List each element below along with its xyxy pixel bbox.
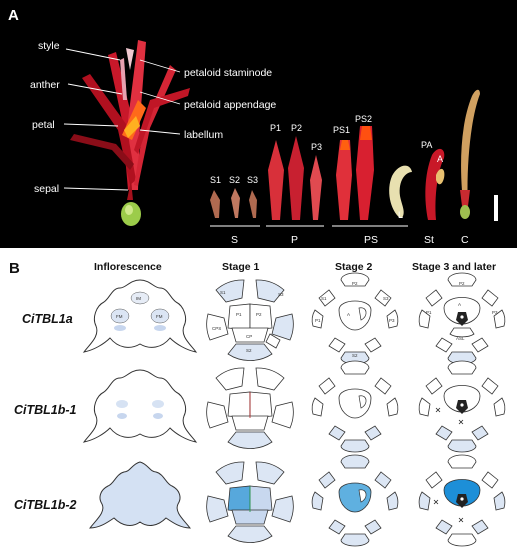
- row-head-citbl1a: CiTBL1a: [22, 312, 73, 326]
- row1-stage2: P2 S1 S3 P1 P3 S2 A: [311, 272, 399, 365]
- panel-b-svg: B Inflorescence Stage 1 Stage 2 Stage 3 …: [9, 260, 506, 547]
- panel-a-svg: A: [8, 7, 498, 246]
- stage3-p1: P1: [426, 310, 432, 315]
- label-labellum: labellum: [184, 129, 223, 141]
- label-l: L: [398, 210, 403, 220]
- group-s: S: [231, 234, 238, 246]
- carpel-organ: [460, 89, 480, 219]
- mark-fm-left: FM: [116, 314, 123, 319]
- row1-inflorescence: IM FM FM: [82, 279, 198, 353]
- row1-stage3: A ASL P1 P2 P3: [418, 272, 506, 365]
- mark-s2: S2: [246, 348, 252, 353]
- stage3-p2: P2: [459, 281, 465, 286]
- stage2-p1: P1: [315, 318, 321, 323]
- row2-stage2: [311, 360, 399, 453]
- row1-stage1: S1 S3 S2 P1 P2 CPS CP: [206, 279, 294, 361]
- panel-letter-b: B: [9, 260, 20, 277]
- label-a: A: [437, 154, 443, 164]
- label-ps1: PS1: [333, 125, 350, 135]
- mark-s3: S3: [278, 292, 284, 297]
- label-p3: P3: [311, 142, 322, 152]
- col-head-inflorescence: Inflorescence: [94, 261, 162, 273]
- mark-cps: CPS: [212, 326, 221, 331]
- group-p: P: [291, 234, 298, 246]
- label-s1: S1: [210, 175, 221, 185]
- row-head-citbl1b-1: CiTBL1b-1: [14, 403, 77, 417]
- panel-letter-a: A: [8, 7, 19, 24]
- label-ps2: PS2: [355, 114, 372, 124]
- label-pa: PA: [421, 140, 432, 150]
- row-head-citbl1b-2: CiTBL1b-2: [14, 498, 77, 512]
- label-anther: anther: [30, 79, 60, 91]
- whole-flower-image: [70, 40, 190, 226]
- mark-cp: CP: [246, 334, 252, 339]
- group-c: C: [461, 234, 469, 246]
- label-p1: P1: [270, 123, 281, 133]
- group-ps: PS: [364, 234, 378, 246]
- stage2-p2: P2: [352, 281, 358, 286]
- stage2-s1: S1: [321, 296, 327, 301]
- petal-organs: [268, 136, 322, 220]
- leader-lines: [63, 48, 181, 191]
- group-st: St: [424, 234, 434, 246]
- row3-stage1: [206, 461, 294, 543]
- label-petal: petal: [32, 119, 55, 131]
- label-style: style: [38, 40, 60, 52]
- label-petaloid-appendage: petaloid appendage: [184, 99, 276, 111]
- panel-b-diagram: B Inflorescence Stage 1 Stage 2 Stage 3 …: [0, 248, 517, 550]
- col-head-stage3: Stage 3 and later: [412, 261, 496, 273]
- stage2-s2: S2: [352, 353, 358, 358]
- label-s2: S2: [229, 175, 240, 185]
- row2-stage3: [418, 360, 506, 453]
- stage2-s3: S3: [383, 296, 389, 301]
- petaloid-staminode-organs: [336, 126, 412, 220]
- label-s3: S3: [247, 175, 258, 185]
- mark-fm-right: FM: [156, 314, 163, 319]
- label-p2: P2: [291, 123, 302, 133]
- row2-stage1: [206, 367, 294, 449]
- mark-s1: S1: [220, 290, 226, 295]
- stage2-a: A: [347, 312, 350, 317]
- col-head-stage2: Stage 2: [335, 261, 373, 273]
- mark-im: IM: [136, 296, 141, 301]
- stage3-a: A: [458, 302, 461, 307]
- stage3-p3: P3: [492, 310, 498, 315]
- mark-p2: P2: [256, 312, 262, 317]
- row3-stage3: [418, 454, 506, 547]
- mark-p1: P1: [236, 312, 242, 317]
- stage2-p3: P3: [389, 318, 395, 323]
- row3-stage2: [311, 454, 399, 547]
- sepal-organs: [210, 188, 257, 218]
- row3-inflorescence: [88, 461, 192, 529]
- scale-bar: [494, 195, 498, 221]
- row2-inflorescence: [82, 369, 198, 443]
- stamen-organ: [425, 148, 445, 220]
- label-sepal: sepal: [34, 183, 59, 195]
- label-petaloid-staminode: petaloid staminode: [184, 67, 272, 79]
- stage3-asl: ASL: [456, 336, 465, 341]
- col-head-stage1: Stage 1: [222, 261, 260, 273]
- panel-a-photo: A: [0, 0, 517, 248]
